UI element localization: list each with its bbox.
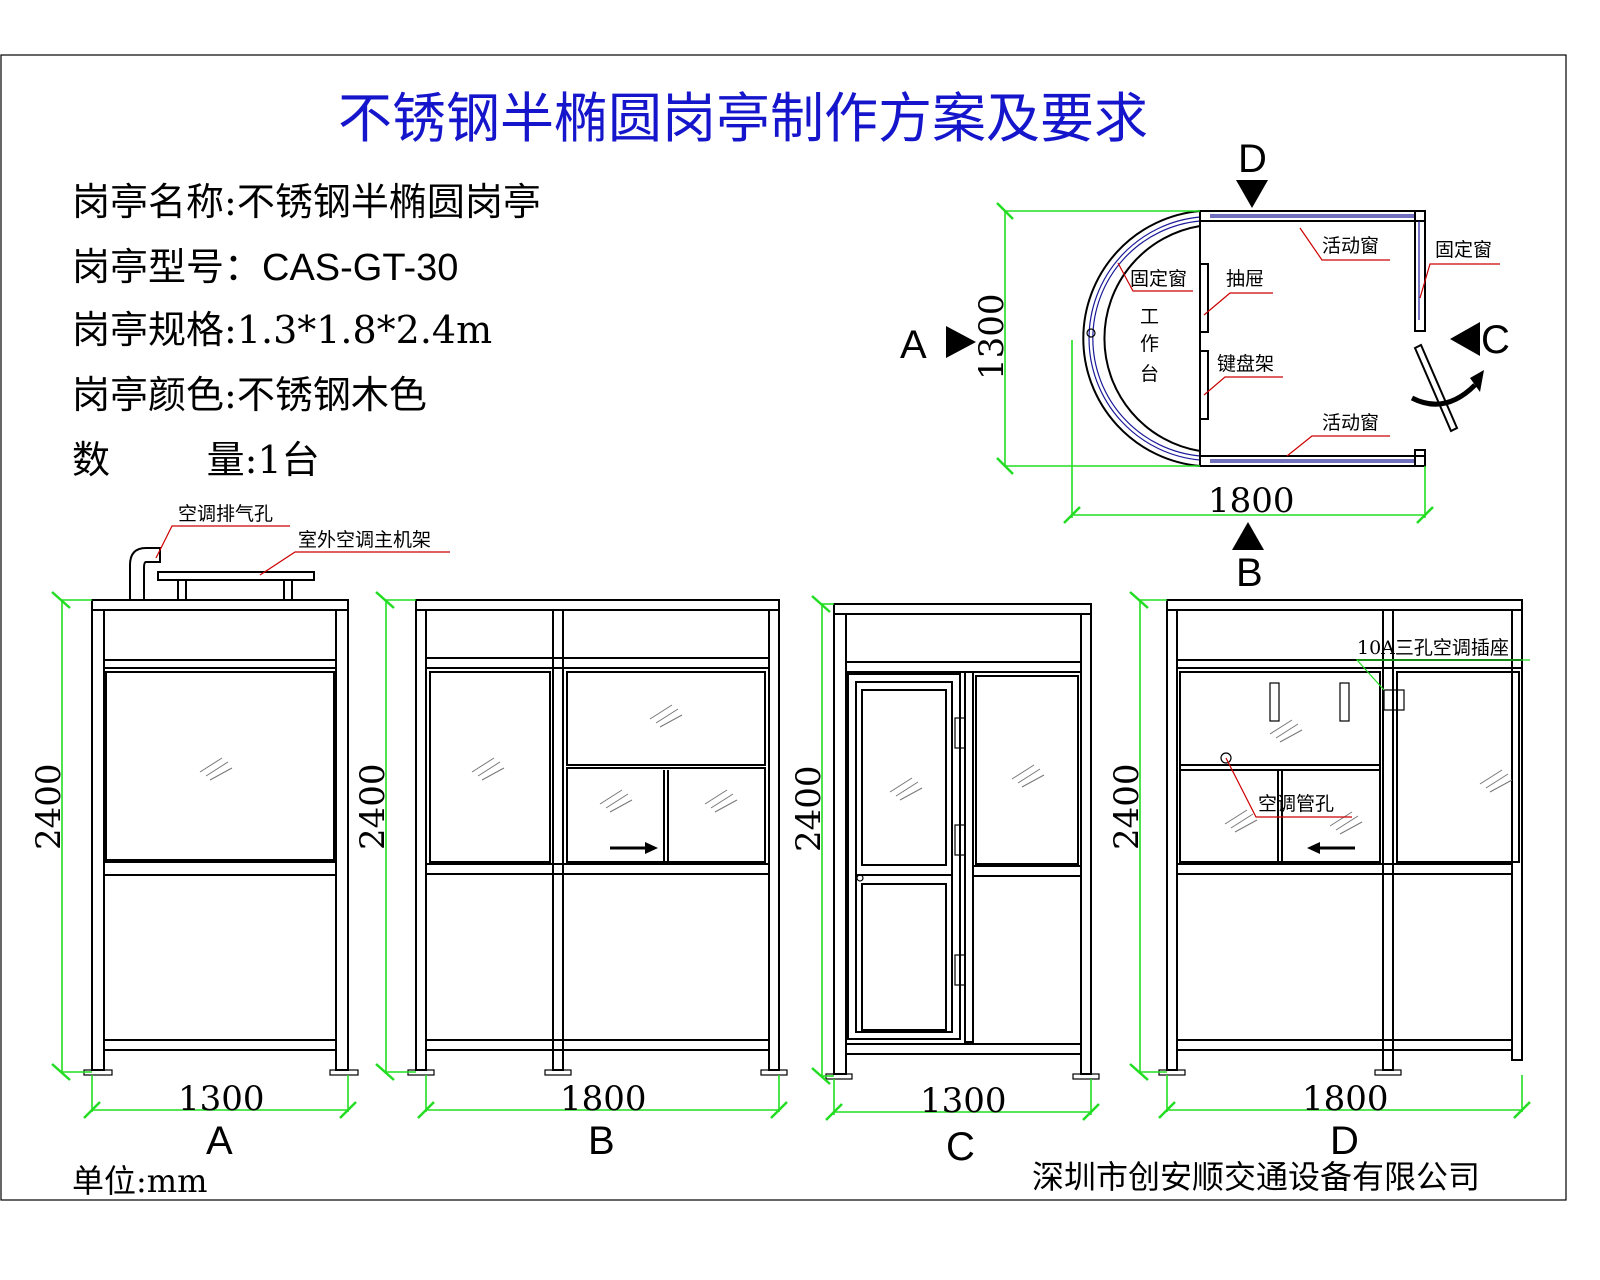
- elevation-d-height: 2400: [1107, 763, 1147, 850]
- elevation-b-width: 1800: [560, 1079, 647, 1119]
- callout-ac-pipe-hole: 空调管孔: [1258, 793, 1334, 815]
- model-label: 岗亭型号：: [72, 245, 262, 289]
- view-arrow-b-icon: [1232, 522, 1264, 550]
- view-arrow-d-icon: [1236, 180, 1268, 208]
- elevation-c-height: 2400: [789, 765, 829, 852]
- color-value: 不锈钢木色: [237, 373, 427, 417]
- view-label-a: A: [900, 323, 927, 367]
- view-arrow-c-icon: [1450, 322, 1480, 356]
- elevation-d-label: D: [1330, 1119, 1359, 1163]
- spec-value: 1.3*1.8*2.4m: [237, 308, 492, 352]
- qty-value: 1台: [257, 438, 319, 482]
- callout-fixed-window-right: 固定窗: [1435, 239, 1492, 261]
- callout-ac-outdoor-rack: 室外空调主机架: [298, 529, 431, 551]
- callout-keyboard-rack: 键盘架: [1217, 353, 1274, 375]
- elevation-c-width: 1300: [920, 1081, 1007, 1121]
- callout-socket: 10A三孔空调插座: [1357, 637, 1509, 659]
- color-label: 岗亭颜色:: [72, 373, 237, 417]
- socket-icon: [1383, 689, 1405, 711]
- svg-text:岗亭规格:1.3*1.8*2.4m: 岗亭规格:1.3*1.8*2.4m: [72, 308, 492, 352]
- callout-fixed-window-left: 固定窗: [1130, 268, 1187, 290]
- elevation-a-width: 1300: [178, 1079, 265, 1119]
- workbench-label: 工: [1140, 306, 1159, 328]
- callout-drawer: 抽屉: [1226, 268, 1264, 290]
- slide-arrow-icon: [1307, 842, 1320, 854]
- elevation-d-width: 1800: [1302, 1079, 1389, 1119]
- view-label-c: C: [1481, 318, 1510, 362]
- slide-arrow-icon: [645, 842, 658, 854]
- spec-label: 岗亭规格:: [72, 308, 237, 352]
- callout-sliding-window-top: 活动窗: [1322, 235, 1379, 257]
- svg-text:岗亭名称:不锈钢半椭圆岗亭: 岗亭名称:不锈钢半椭圆岗亭: [72, 180, 541, 224]
- elevation-a: 空调排气孔 室外空调主机架 2400 1300 A: [29, 503, 450, 1163]
- elevation-b-label: B: [588, 1119, 615, 1163]
- callout-ac-exhaust: 空调排气孔: [178, 503, 273, 525]
- elevation-c: 2400 1300 C: [789, 595, 1100, 1169]
- view-arrow-a-icon: [946, 326, 976, 358]
- svg-text:岗亭颜色:不锈钢木色: 岗亭颜色:不锈钢木色: [72, 373, 427, 417]
- elevation-a-height: 2400: [29, 763, 69, 850]
- model-value: CAS-GT-30: [262, 247, 458, 289]
- plan-view: 工 作 台 固定窗 抽屉 键盘架 活动窗 活动窗 固定窗 1300 1800 D…: [900, 137, 1510, 595]
- plan-dim-height: 1300: [972, 293, 1012, 380]
- svg-text:数 量:1台: 数 量:1台: [72, 438, 320, 482]
- plan-dim-width: 1800: [1208, 481, 1295, 521]
- name-label: 岗亭名称:: [72, 180, 237, 224]
- workbench-label: 台: [1140, 363, 1159, 385]
- drawing-frame: [0, 54, 1567, 1201]
- drawing-title: 不锈钢半椭圆岗亭制作方案及要求: [338, 87, 1148, 150]
- elevation-b: 2400 1800 B: [353, 591, 788, 1163]
- view-label-d: D: [1238, 137, 1267, 181]
- elevation-b-height: 2400: [353, 763, 393, 850]
- elevation-a-label: A: [206, 1119, 233, 1163]
- company-name: 深圳市创安顺交通设备有限公司: [1032, 1158, 1480, 1196]
- name-value: 不锈钢半椭圆岗亭: [237, 180, 541, 224]
- callout-sliding-window-bottom: 活动窗: [1322, 412, 1379, 434]
- elevation-c-label: C: [946, 1125, 975, 1169]
- elevation-d: 空调管孔 10A三孔空调插座 2400 1800 D: [1107, 591, 1531, 1163]
- view-label-b: B: [1236, 551, 1263, 595]
- info-block: 岗亭名称:不锈钢半椭圆岗亭 岗亭型号：CAS-GT-30 岗亭规格:1.3*1.…: [72, 180, 541, 482]
- unit-note: 单位:mm: [72, 1162, 207, 1200]
- svg-text:岗亭型号：CAS-GT-30: 岗亭型号：CAS-GT-30: [72, 245, 458, 289]
- qty-label: 数 量:: [72, 438, 257, 482]
- workbench-label: 作: [1140, 333, 1159, 355]
